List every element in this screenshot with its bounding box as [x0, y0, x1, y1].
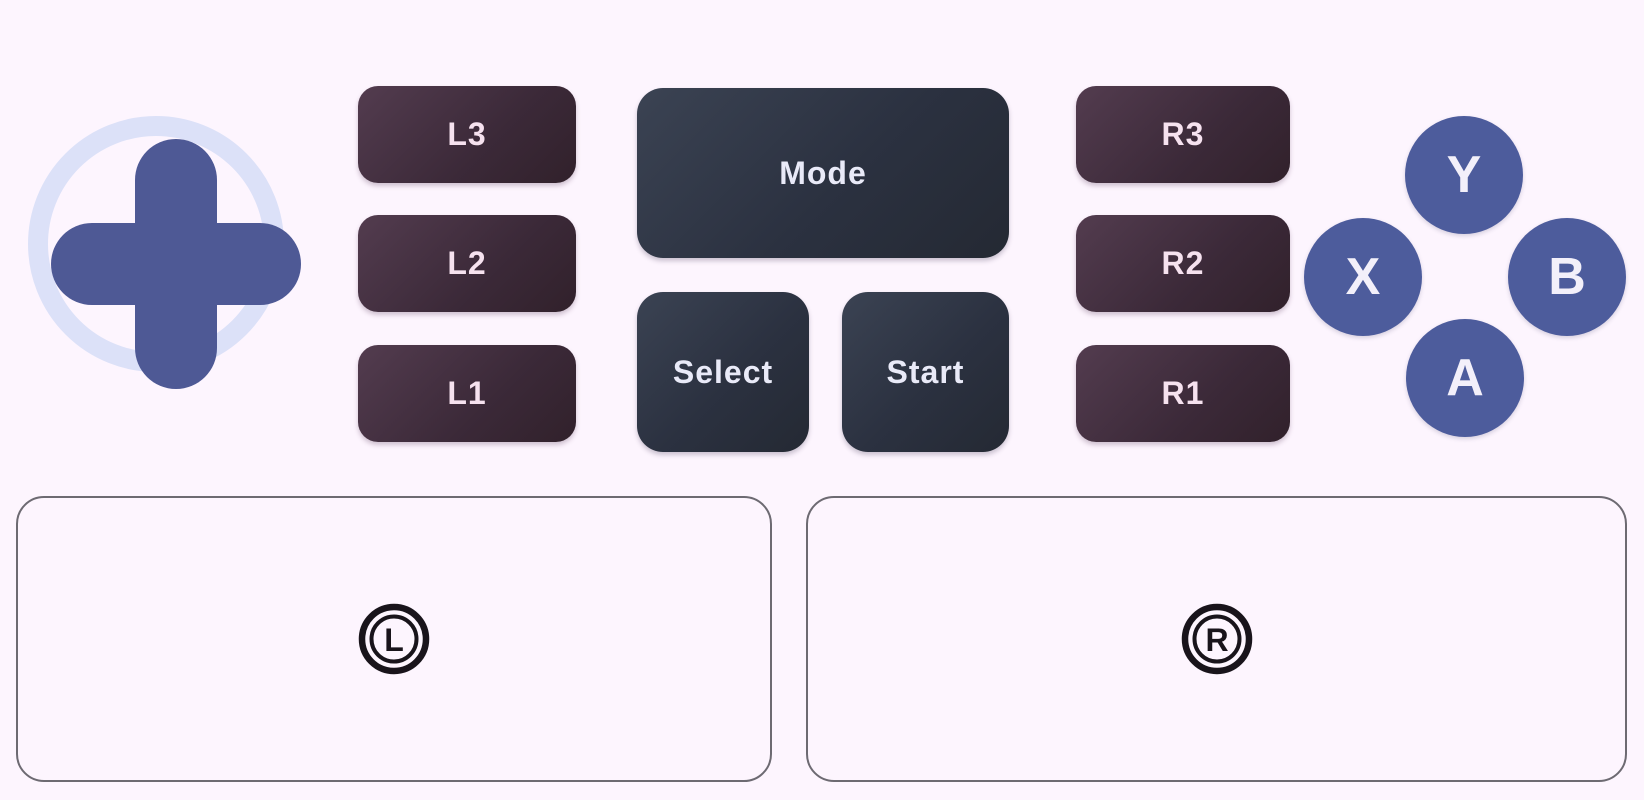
left-stick-icon: L: [358, 603, 430, 675]
l1-button[interactable]: L1: [358, 345, 576, 442]
left-stick-area[interactable]: L: [16, 496, 772, 782]
start-button[interactable]: Start: [842, 292, 1009, 452]
right-stick-glyph-label: R: [1205, 622, 1228, 658]
r1-button[interactable]: R1: [1076, 345, 1290, 442]
r3-button[interactable]: R3: [1076, 86, 1290, 183]
r2-button[interactable]: R2: [1076, 215, 1290, 312]
l2-button[interactable]: L2: [358, 215, 576, 312]
dpad[interactable]: [0, 0, 340, 420]
select-button[interactable]: Select: [637, 292, 809, 452]
a-button[interactable]: A: [1406, 319, 1524, 437]
b-button[interactable]: B: [1508, 218, 1626, 336]
mode-button[interactable]: Mode: [637, 88, 1009, 258]
dpad-cross-icon[interactable]: [51, 223, 301, 305]
right-stick-icon: R: [1181, 603, 1252, 675]
x-button[interactable]: X: [1304, 218, 1422, 336]
y-button[interactable]: Y: [1405, 116, 1523, 234]
left-stick-glyph-label: L: [384, 622, 404, 658]
l3-button[interactable]: L3: [358, 86, 576, 183]
right-stick-area[interactable]: R: [806, 496, 1627, 782]
